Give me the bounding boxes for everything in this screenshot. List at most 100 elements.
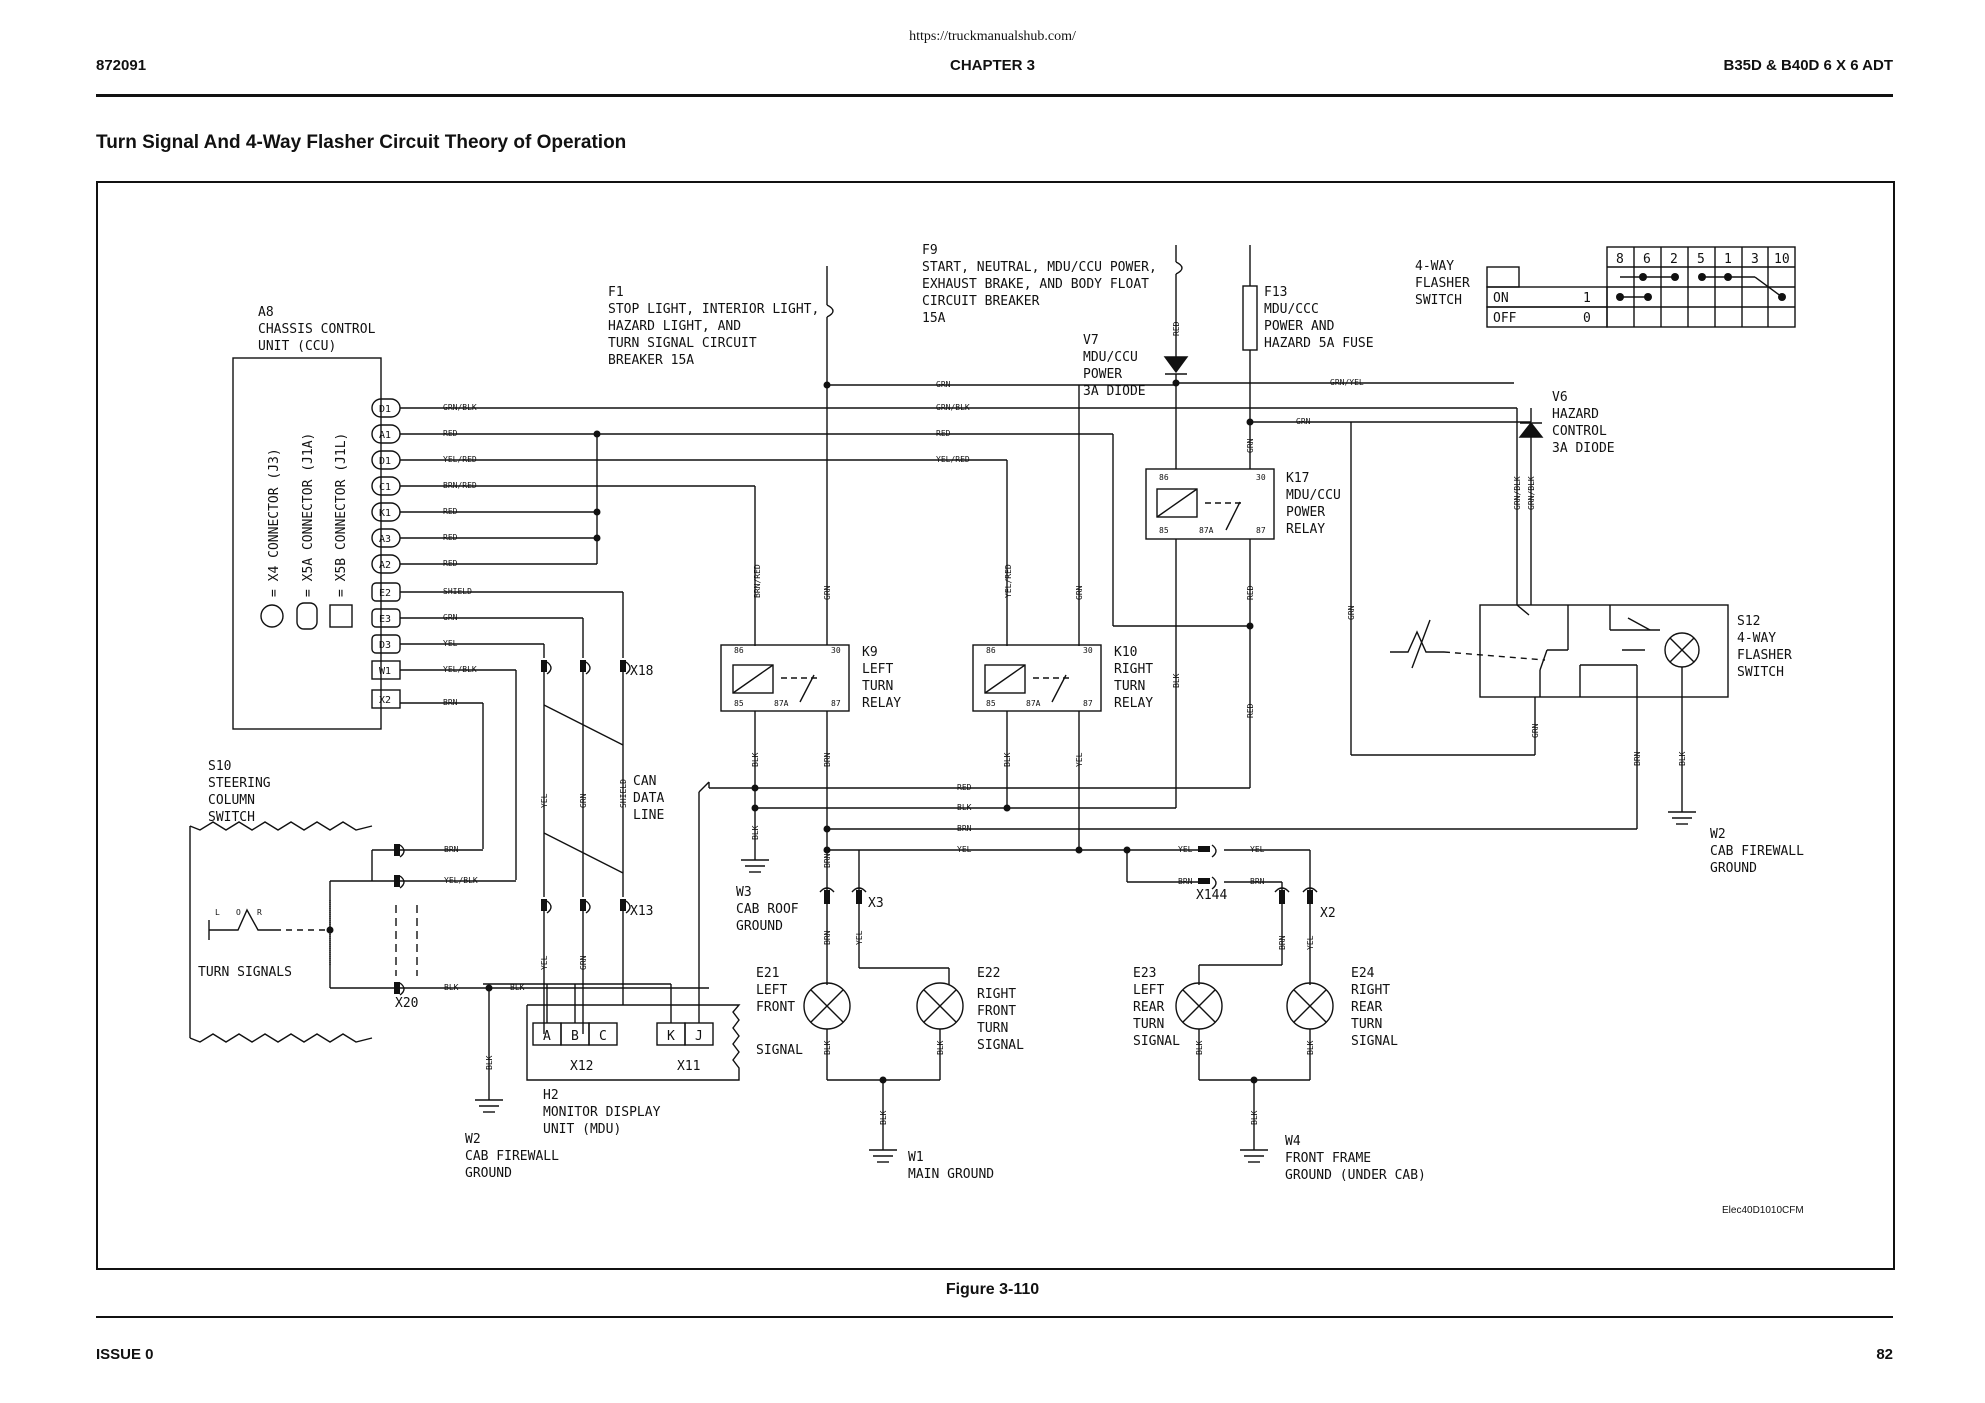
e21-ref: E21 [756, 966, 779, 981]
e22-ref: E22 [977, 966, 1000, 981]
wire-label: GRN/BLK [936, 403, 970, 412]
wire-label: YEL/RED [1004, 564, 1013, 598]
a8-pin-label: W1 [379, 666, 391, 677]
wire-label: GRN [936, 380, 951, 389]
v6-ref: V6 [1552, 390, 1568, 405]
wire-label: RED [936, 429, 951, 438]
k17-line2: POWER [1286, 505, 1325, 520]
relay-pin: 30 [1083, 646, 1093, 655]
a8-pin-label: E3 [379, 614, 391, 625]
wire-label: BLK [751, 752, 760, 767]
s10-turn-signals: TURN SIGNALS [198, 965, 292, 980]
relay-pin: 85 [986, 699, 996, 708]
e22-line2: FRONT [977, 1004, 1016, 1019]
figure-code: Elec40D1010CFM [1722, 1205, 1804, 1216]
f13-ref: F13 [1264, 285, 1287, 300]
w1-line1: MAIN GROUND [908, 1167, 994, 1182]
flasher-table-line2: FLASHER [1415, 276, 1470, 291]
a8-ref: A8 [258, 305, 274, 320]
a8-conn2: = X5A CONNECTOR (J1A) [301, 433, 316, 597]
h2-pin-k: K [667, 1029, 675, 1044]
wire-label: BRN [823, 752, 832, 767]
a8-pin-label: A1 [379, 430, 391, 441]
wire-label: RED [1246, 703, 1255, 718]
relay-pin: 87 [1083, 699, 1093, 708]
wire-label: SHIELD [443, 587, 472, 596]
a8-pin-label: X2 [379, 695, 391, 706]
v6-line1: HAZARD [1552, 407, 1599, 422]
x12-label: X12 [570, 1059, 593, 1074]
wire-label: YEL [1178, 845, 1193, 854]
wire-label: GRN [579, 793, 588, 808]
wire-label: GRN [1296, 417, 1311, 426]
h2-pin-a: A [543, 1029, 551, 1044]
wire-label: YEL/BLK [444, 876, 478, 885]
k17-ref: K17 [1286, 471, 1309, 486]
wire-label: BRN [1250, 877, 1265, 886]
a8-pin-label: D1 [379, 404, 391, 415]
relay-pin: 86 [1159, 473, 1169, 482]
wire-label: BRN [443, 698, 458, 707]
wire-label: RED [443, 559, 458, 568]
f1-line4: BREAKER 15A [608, 353, 694, 368]
flasher-col-2: 2 [1670, 252, 1678, 267]
e24-line3: TURN [1351, 1017, 1382, 1032]
wire-label: RED [1172, 321, 1181, 336]
flasher-row-on-value: 1 [1583, 291, 1591, 306]
x20-label: X20 [395, 996, 418, 1011]
relay-pin: 86 [734, 646, 744, 655]
s10-ref: S10 [208, 759, 231, 774]
w2-left-line2: GROUND [465, 1166, 512, 1181]
relay-pin: 87A [1199, 526, 1214, 535]
wire-label: YEL [1306, 935, 1315, 950]
wire-label: YEL [443, 639, 458, 648]
f9-line3: CIRCUIT BREAKER [922, 294, 1040, 309]
f9-line2: EXHAUST BRAKE, AND BODY FLOAT [922, 277, 1149, 292]
w4-line2: GROUND (UNDER CAB) [1285, 1168, 1426, 1183]
a8-pin-label: K1 [379, 508, 391, 519]
header-rule [96, 94, 1893, 97]
wire-label: BRN [957, 824, 972, 833]
k9-line1: LEFT [862, 662, 893, 677]
x18-label: X18 [630, 664, 653, 679]
wire-label: GRN [823, 585, 832, 600]
s12-line3: SWITCH [1737, 665, 1784, 680]
wire-label: GRN [1347, 605, 1356, 620]
wire-label: BLK [823, 1040, 832, 1055]
e23-line4: SIGNAL [1133, 1034, 1180, 1049]
v7-line3: 3A DIODE [1083, 384, 1146, 399]
section-title: Turn Signal And 4-Way Flasher Circuit Th… [96, 132, 627, 153]
w2-right-line2: GROUND [1710, 861, 1757, 876]
s12-line2: FLASHER [1737, 648, 1792, 663]
flasher-col-6: 10 [1774, 252, 1790, 267]
wire-label: YEL [540, 793, 549, 808]
relay-pin: 87A [774, 699, 789, 708]
k10-line2: TURN [1114, 679, 1145, 694]
wire-label: BLK [444, 983, 459, 992]
wire-label: GRN/YEL [1330, 378, 1364, 387]
wire-label: RED [443, 507, 458, 516]
v6-line3: 3A DIODE [1552, 441, 1615, 456]
wire-label: YEL/BLK [443, 665, 477, 674]
e22-line3: TURN [977, 1021, 1008, 1036]
flasher-col-1: 6 [1643, 252, 1651, 267]
wire-label: BLK [1003, 752, 1012, 767]
flasher-row-off-value: 0 [1583, 311, 1591, 326]
doc-number: 872091 [96, 57, 147, 74]
wire-label: GRN [1246, 438, 1255, 453]
wire-label: BRN/RED [443, 481, 477, 490]
wire-label: BLK [957, 803, 972, 812]
flasher-table-line3: SWITCH [1415, 293, 1462, 308]
f9-ref: F9 [922, 243, 938, 258]
wire-label: GRN/BLK [1513, 476, 1522, 510]
wire-label: RED [1246, 585, 1255, 600]
wire-label: BLK [751, 825, 760, 840]
a8-conn3: = X5B CONNECTOR (J1L) [334, 433, 349, 597]
s10-line1: STEERING [208, 776, 271, 791]
wire-label: BLK [1172, 673, 1181, 688]
wire-label: YEL/RED [936, 455, 970, 464]
e21-line1: LEFT [756, 983, 787, 998]
s10-pos-l: L [215, 908, 220, 917]
w3-ref: W3 [736, 885, 752, 900]
model-label: B35D & B40D 6 X 6 ADT [1723, 57, 1894, 74]
